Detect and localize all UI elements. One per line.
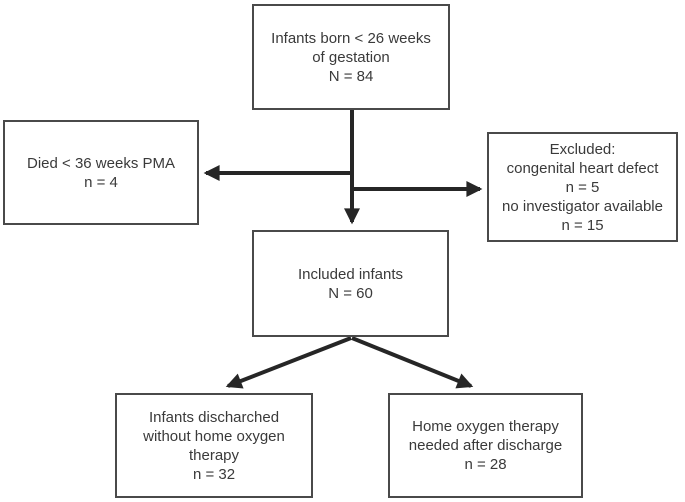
- arrow-included-to-home-o2: [351, 336, 474, 389]
- node-text-line: N = 60: [328, 284, 373, 302]
- node-text-line: n = 15: [561, 216, 604, 234]
- node-text-line: Included infants: [297, 265, 404, 283]
- node-text-line: therapy: [188, 446, 240, 464]
- node-included: Included infants N = 60: [252, 230, 449, 337]
- node-home-o2: Home oxygen therapy needed after dischar…: [388, 393, 583, 498]
- node-text-line: N = 84: [328, 67, 374, 85]
- node-text-line: congenital heart defect: [506, 159, 659, 177]
- node-text-line: n = 32: [192, 465, 236, 483]
- node-infants-born: Infants born < 26 weeks of gestation N =…: [252, 4, 450, 110]
- node-text-line: no investigator available: [502, 197, 663, 215]
- node-text-line: Died < 36 weeks PMA: [27, 154, 175, 172]
- node-text-line: n = 4: [84, 173, 118, 191]
- node-text-line: of gestation: [312, 48, 390, 66]
- node-text-line: Infants born < 26 weeks: [271, 29, 431, 47]
- arrow-included-to-discharged: [225, 336, 352, 389]
- node-text-line: without home oxygen: [143, 427, 285, 445]
- node-text-line: Home oxygen therapy: [412, 418, 559, 435]
- node-text-line: needed after discharge: [408, 437, 563, 454]
- node-text-line: n = 5: [565, 178, 600, 196]
- node-discharged-no-o2: Infants discharched without home oxygen …: [115, 393, 313, 498]
- node-died: Died < 36 weeks PMA n = 4: [3, 120, 199, 225]
- node-text-line: Excluded:: [549, 140, 616, 158]
- node-excluded: Excluded: congenital heart defect n = 5 …: [487, 132, 678, 242]
- node-text-line: Infants discharched: [148, 408, 280, 426]
- node-text-line: n = 28: [464, 456, 507, 473]
